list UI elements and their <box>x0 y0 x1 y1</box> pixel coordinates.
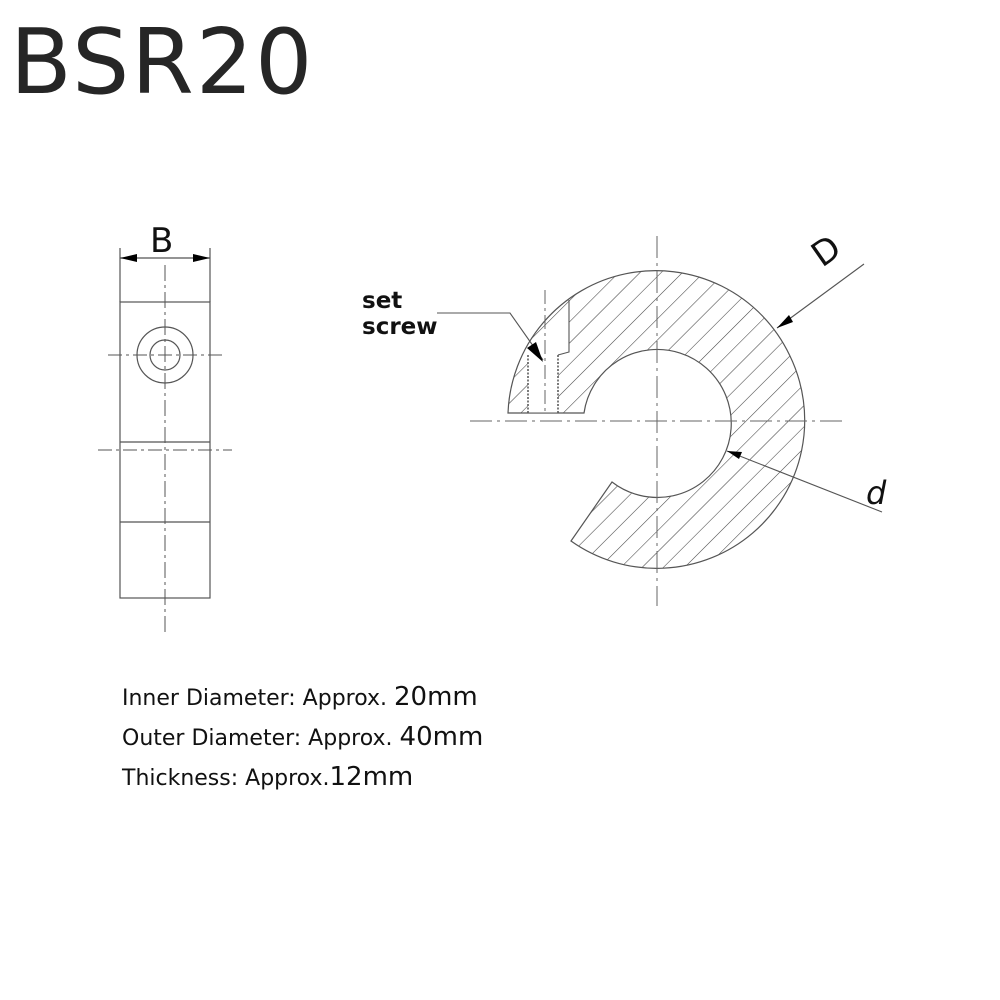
inner-diameter-leader-line <box>726 450 883 513</box>
outer-diameter-leader-line <box>776 263 865 329</box>
arrow-right-icon <box>193 254 210 262</box>
outer-diameter-label: D <box>804 228 848 276</box>
side-view <box>98 248 232 636</box>
spec-inner-diameter: Inner Diameter: Approx. 20mm <box>122 678 483 718</box>
dimension-label-b: B <box>150 221 173 261</box>
spec-outer-diameter: Outer Diameter: Approx. 40mm <box>122 718 483 758</box>
spec-value: 12mm <box>329 762 414 792</box>
set-screw-slot <box>528 310 569 413</box>
set-screw-leader-line <box>437 312 544 361</box>
ring-section-hatched <box>507 270 806 569</box>
set-screw-label-line2: screw <box>362 314 438 340</box>
spec-label: Inner Diameter: Approx. <box>122 686 388 711</box>
set-screw-label-line1: set <box>362 288 402 314</box>
spec-thickness: Thickness: Approx.12mm <box>122 758 483 798</box>
spec-label: Outer Diameter: Approx. <box>122 726 393 751</box>
arrow-left-icon <box>120 254 137 262</box>
product-title: BSR20 <box>10 10 315 115</box>
front-view <box>437 236 883 606</box>
outer-diameter-arrow-icon <box>777 315 793 328</box>
spec-value: 20mm <box>394 682 478 712</box>
spec-value: 40mm <box>399 722 484 752</box>
inner-diameter-label: d <box>866 474 887 512</box>
counterbore-edge <box>557 300 570 356</box>
set-screw-arrow-icon <box>527 342 543 362</box>
specifications-list: Inner Diameter: Approx. 20mm Outer Diame… <box>122 678 483 798</box>
spec-label: Thickness: Approx. <box>122 766 330 791</box>
inner-diameter-arrow-icon <box>727 451 742 459</box>
